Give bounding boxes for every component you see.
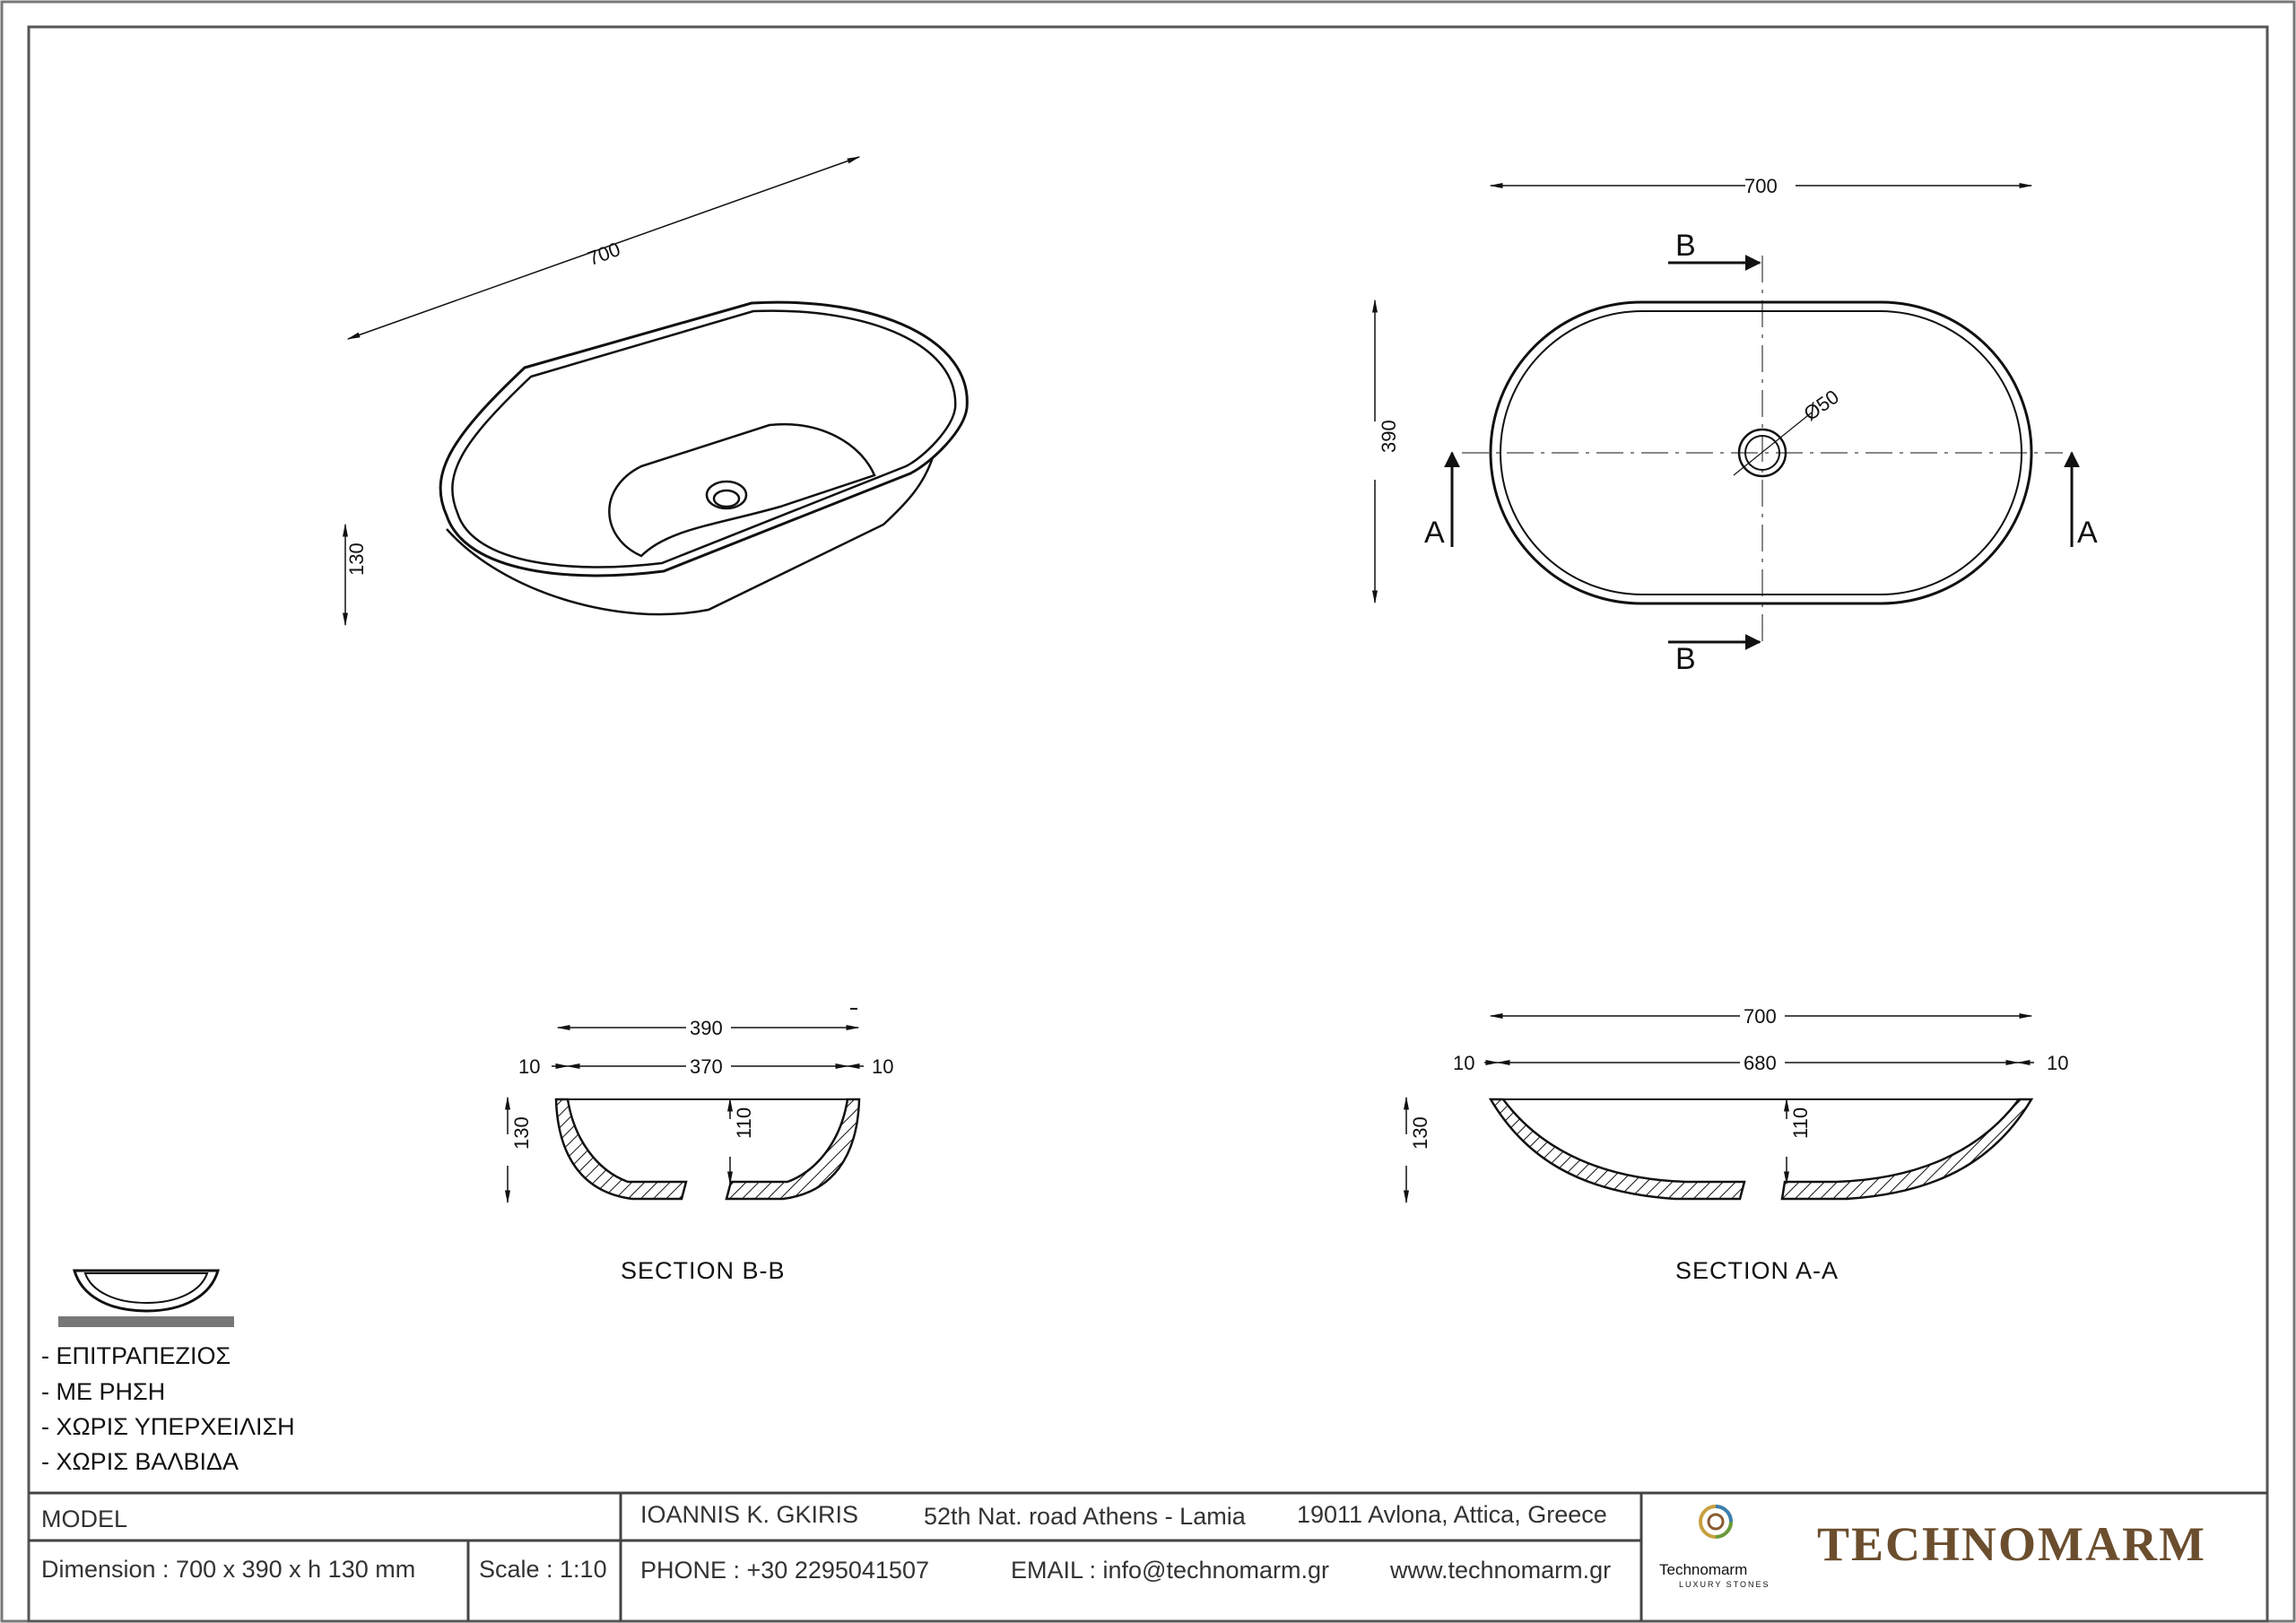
note-4: - ΧΩΡΙΣ ΒΑΛΒΙΔΑ [41, 1448, 239, 1475]
bb-depth-dim: 110 [733, 1107, 755, 1139]
technomarm-swirl-logo-icon [1699, 1505, 1733, 1539]
section-aa-title: SECTION A-A [1675, 1257, 1839, 1284]
aa-inner-dim: 680 [1744, 1052, 1777, 1074]
countertop-mount-icon [58, 1269, 234, 1327]
aa-wall-left-dim: 10 [1453, 1052, 1474, 1074]
phone-text: PHONE : +30 2295041507 [640, 1557, 929, 1584]
aa-overall-dim: 700 [1744, 1005, 1777, 1028]
note-3: - ΧΩΡΙΣ ΥΠΕΡΧΕΙΛΙΣΗ [41, 1413, 295, 1440]
aa-height-dim: 130 [1409, 1116, 1431, 1150]
bb-wall-left-dim: 10 [518, 1055, 540, 1078]
top-drain-dim: Ø50 [1800, 386, 1843, 425]
bb-overall-dim: 390 [690, 1017, 723, 1039]
inner-frame [27, 25, 2269, 1623]
model-label: MODEL [41, 1506, 127, 1532]
city-address: 19011 Avlona, Attica, Greece [1297, 1501, 1607, 1528]
isometric-view [343, 156, 969, 627]
top-length-dim: 700 [1744, 175, 1778, 197]
section-bb [505, 1008, 864, 1204]
section-b-label-top: B [1675, 229, 1696, 263]
title-block [29, 1491, 2267, 1621]
scale-text: Scale : 1:10 [479, 1556, 607, 1583]
dimension-text: Dimension : 700 x 390 x h 130 mm [41, 1556, 415, 1583]
aa-wall-right-dim: 10 [2047, 1052, 2068, 1074]
brand-name: TECHNOMARM [1817, 1517, 2206, 1571]
aa-depth-dim: 110 [1789, 1107, 1812, 1139]
email-text: EMAIL : info@technomarm.gr [1011, 1557, 1329, 1584]
section-a-label-right: A [2077, 516, 2098, 550]
section-bb-title: SECTION B-B [621, 1257, 786, 1284]
section-a-label-left: A [1424, 516, 1445, 550]
road-address: 52th Nat. road Athens - Lamia [924, 1503, 1247, 1530]
bb-height-dim: 130 [510, 1116, 533, 1150]
logo-tagline: LUXURY STONES [1679, 1580, 1770, 1589]
section-b-label-bottom: B [1675, 642, 1696, 676]
owner-name: IOANNIS K. GKIRIS [640, 1501, 858, 1528]
section-aa [1404, 1013, 2034, 1204]
note-1: - ΕΠΙΤΡΑΠΕΖΙΟΣ [41, 1342, 230, 1369]
note-2: - ΜΕ ΡΗΣΗ [41, 1378, 165, 1405]
website-text: www.technomarm.gr [1389, 1557, 1611, 1584]
top-width-dim: 390 [1378, 420, 1400, 453]
bb-inner-dim: 370 [690, 1055, 723, 1078]
top-view [1372, 183, 2080, 650]
bb-wall-right-dim: 10 [872, 1055, 893, 1078]
logo-name: Technomarm [1659, 1561, 1747, 1578]
iso-height-dim: 130 [345, 542, 368, 576]
